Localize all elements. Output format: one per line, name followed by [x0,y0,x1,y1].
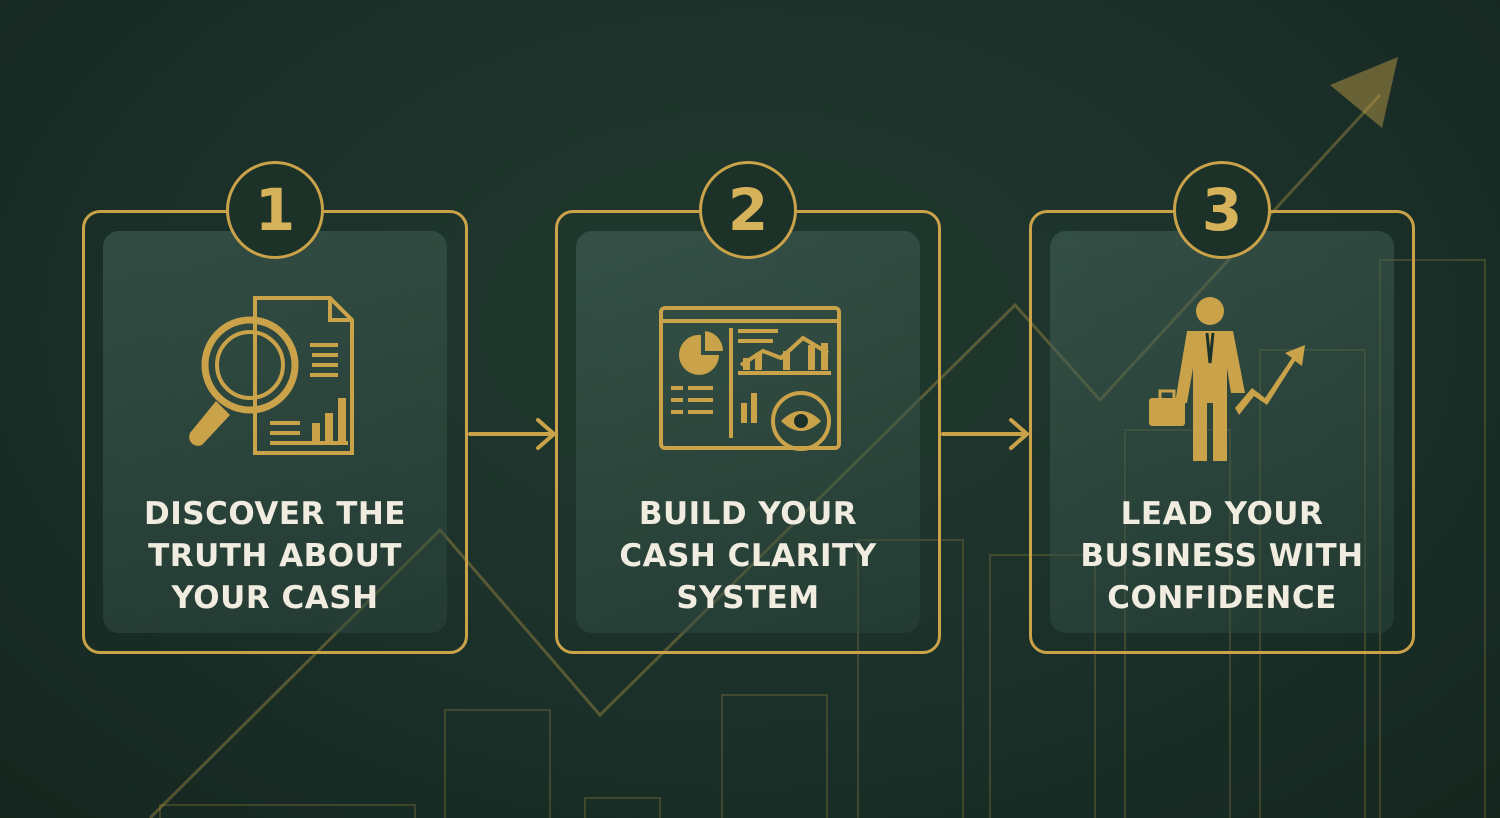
step-number-badge: 2 [699,161,797,259]
arrow-step2-to-step3 [941,418,1029,450]
step-card-1: 1 DISCOVER THE TRUTH ABOUT YOUR CASH [82,161,468,654]
title-line: SYSTEM [676,580,820,616]
step-card-3: 3 LEAD YOUR BUSINESS WITH CONFIDENCE [1029,161,1415,654]
step-card-2: 2 BUILD YOUR CASH CLARITY SYSTEM [555,161,941,654]
step-title: BUILD YOUR CASH CLARITY SYSTEM [568,493,928,619]
title-line: YOUR CASH [171,580,379,616]
step-panel [576,231,920,633]
magnifier-document-icon [189,296,354,455]
title-line: BUILD YOUR [638,496,858,532]
step-title: LEAD YOUR BUSINESS WITH CONFIDENCE [1042,493,1402,619]
step-title: DISCOVER THE TRUTH ABOUT YOUR CASH [95,493,455,619]
businessman-growth-icon [1149,297,1305,461]
title-line: BUSINESS WITH [1080,538,1364,574]
title-line: CASH CLARITY [619,538,877,574]
title-line: LEAD YOUR [1120,496,1324,532]
step-number-badge: 3 [1173,161,1271,259]
step-number-badge: 1 [226,161,324,259]
dashboard-eye-icon [659,306,841,451]
title-line: DISCOVER THE [144,496,406,532]
arrow-step1-to-step2 [468,418,556,450]
title-line: TRUTH ABOUT [148,538,402,574]
title-line: CONFIDENCE [1107,580,1337,616]
